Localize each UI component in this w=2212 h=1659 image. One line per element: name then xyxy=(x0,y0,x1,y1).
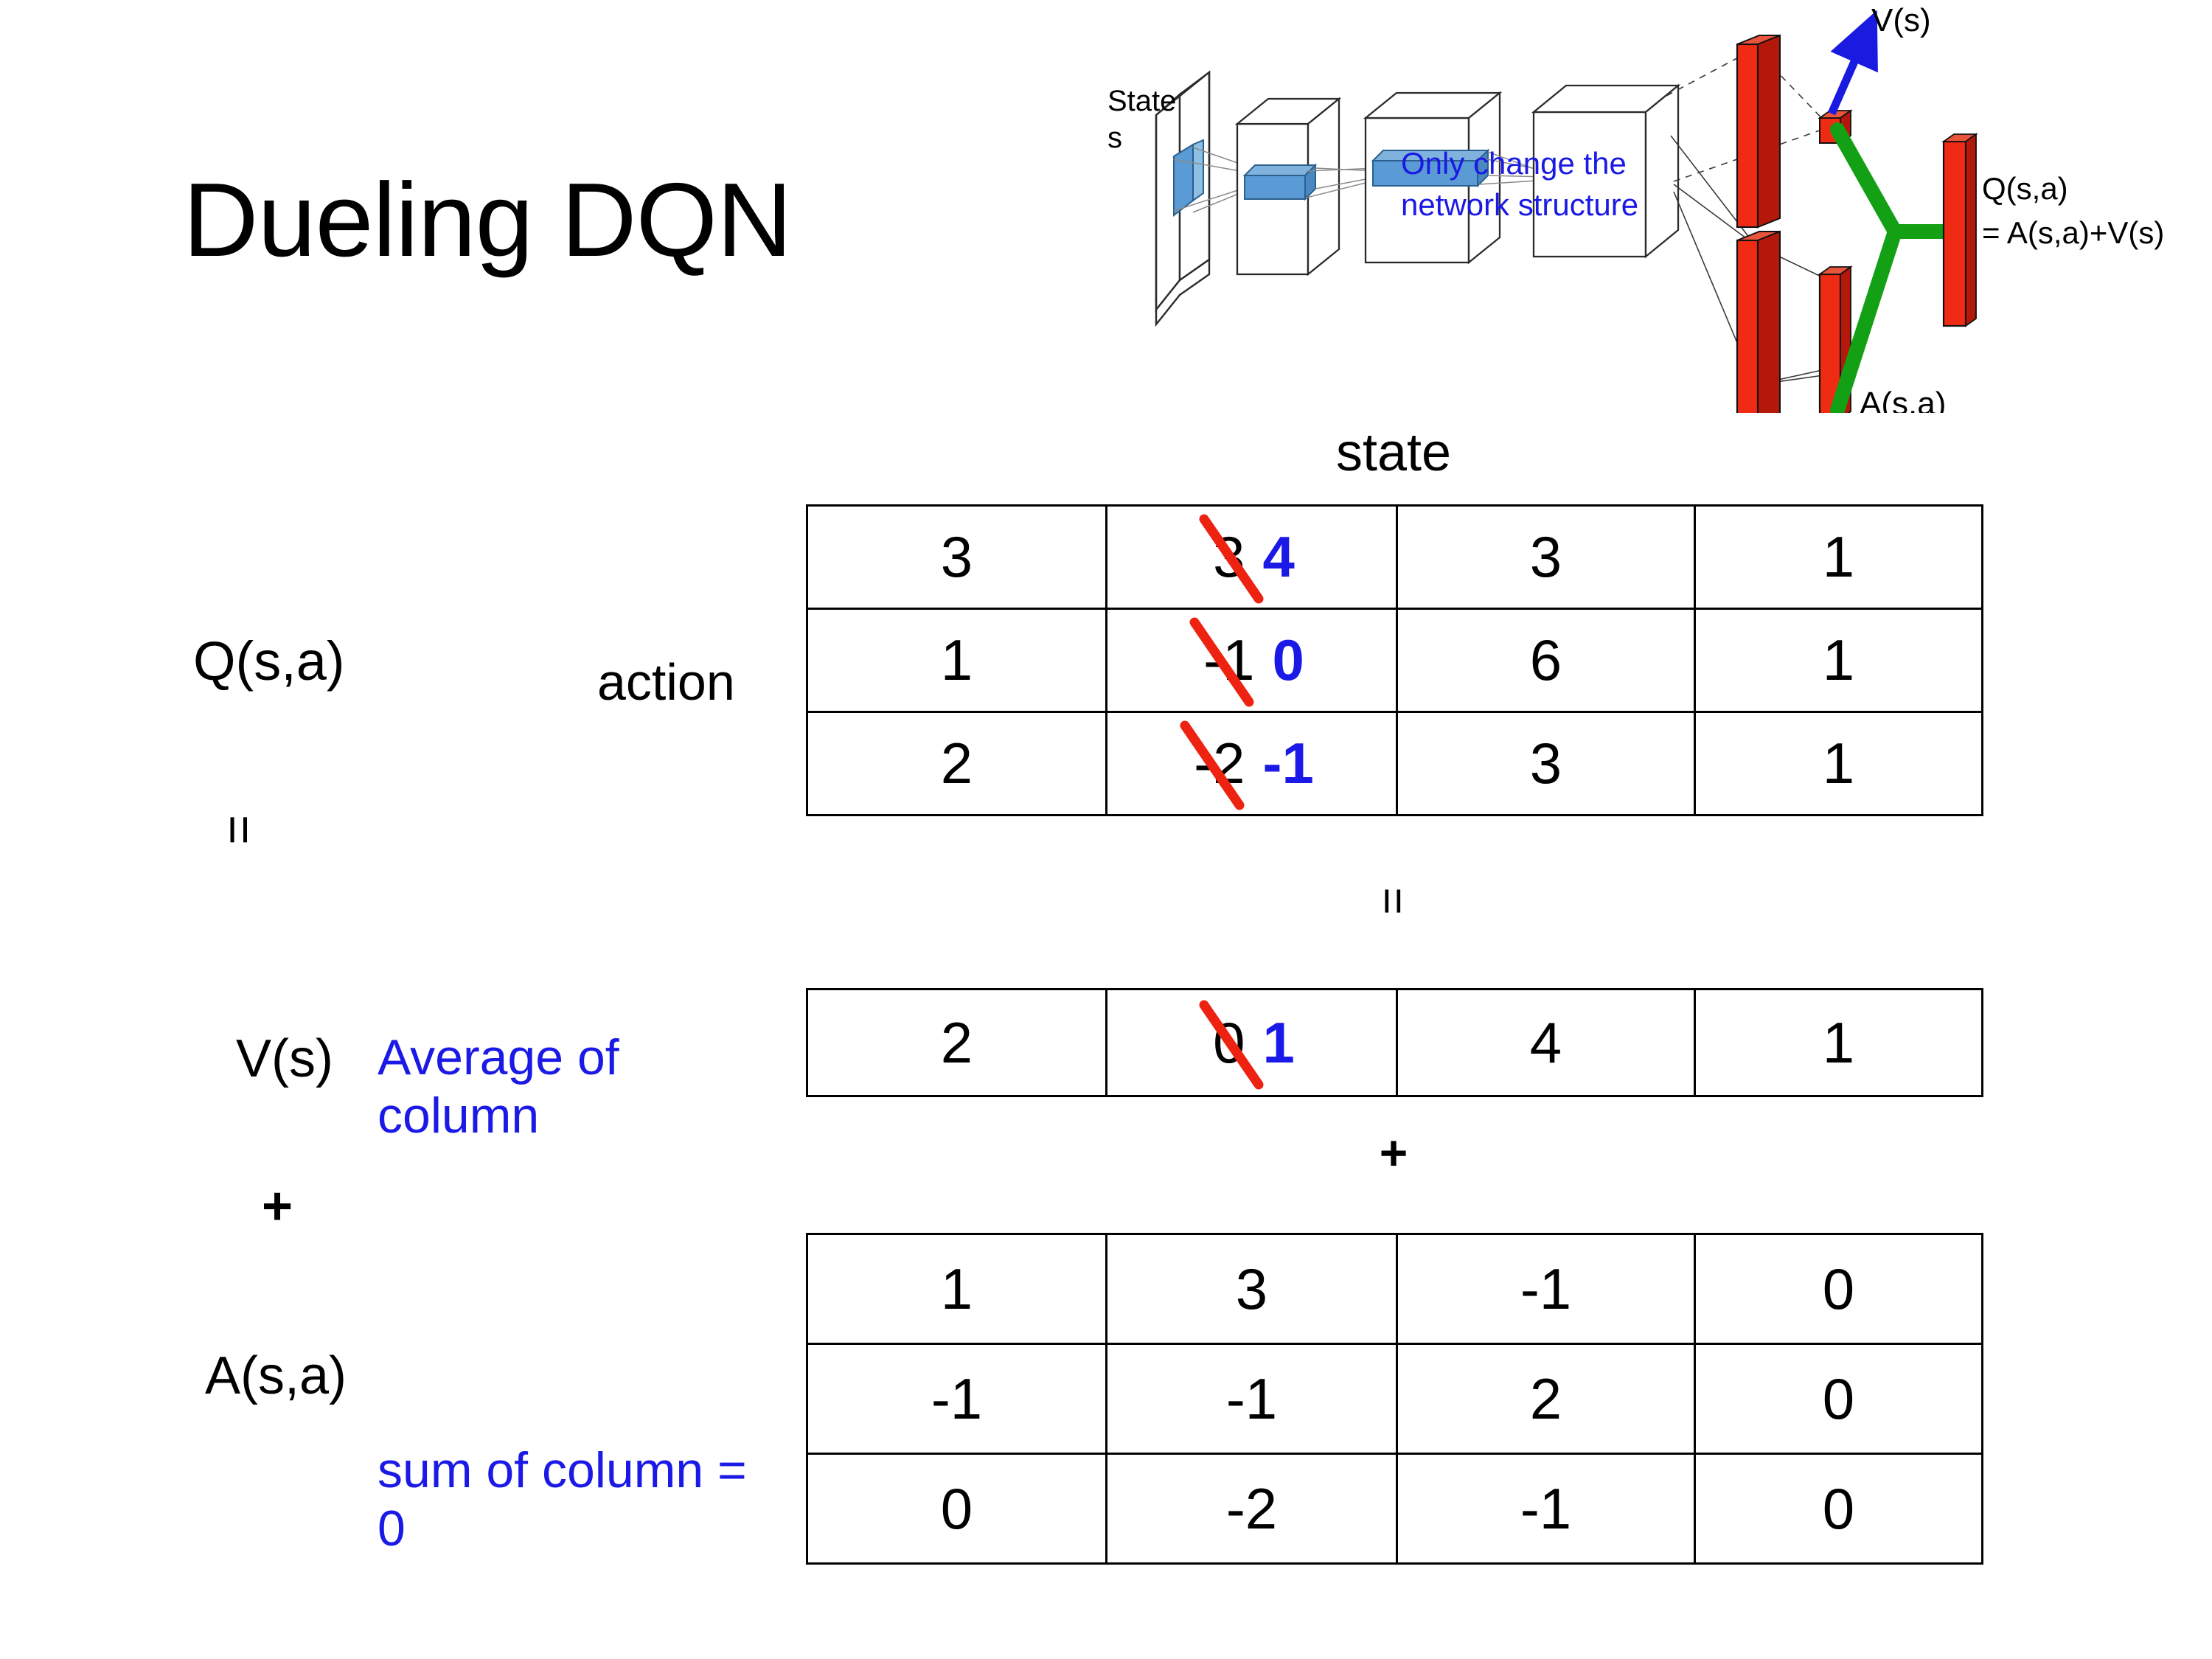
replacement-value: 0 xyxy=(1272,627,1304,692)
table-cell: 3 xyxy=(1105,1233,1398,1345)
table-cell: 1 xyxy=(1694,988,1983,1097)
table-cell: -2 xyxy=(1105,1453,1398,1565)
plus-sign-2: + xyxy=(1379,1125,1408,1180)
page-title: Dueling DQN xyxy=(183,161,793,279)
diagram-output-label-line2: = A(s,a)+V(s) xyxy=(1982,215,2164,250)
table-cell: -2-1 xyxy=(1105,711,1398,816)
diagram-input-label-line1: State xyxy=(1107,85,1176,117)
table-cell: 0 xyxy=(1694,1233,1983,1345)
equals-glyph: = xyxy=(1367,887,1420,915)
table-cell: 0 xyxy=(1694,1453,1983,1565)
table-cell: -1 xyxy=(806,1343,1107,1455)
table-cell: -1 xyxy=(1396,1233,1696,1345)
replacement-value: 1 xyxy=(1262,1009,1295,1075)
diagram-input-label-line2: s xyxy=(1107,122,1122,154)
table-cell: 1 xyxy=(806,608,1107,713)
replacement-value: 4 xyxy=(1262,524,1295,589)
plus-sign-1: + xyxy=(262,1177,293,1236)
diagram-note-line2: network structure xyxy=(1401,187,1638,222)
struck-value: -2 xyxy=(1180,720,1249,810)
table-cell: -1 xyxy=(1105,1343,1398,1455)
action-axis-label: action xyxy=(597,653,735,711)
struck-value: 3 xyxy=(1199,514,1264,604)
table-cell: 2 xyxy=(806,988,1107,1097)
equals-sign-1: = xyxy=(211,815,268,845)
diagram-advantage-label: A(s,a) xyxy=(1860,386,1946,413)
replacement-value: -1 xyxy=(1262,731,1314,796)
edited-cell: -2-1 xyxy=(1180,720,1314,810)
table-cell: 1 xyxy=(1694,504,1983,610)
table-cell: 6 xyxy=(1396,608,1696,713)
equals-sign-2: = xyxy=(806,877,1981,925)
table-cell: 1 xyxy=(1694,608,1983,713)
table-cell: 3 xyxy=(1396,711,1696,816)
v-function-label: V(s) xyxy=(236,1029,333,1088)
table-cell: 0 xyxy=(1694,1343,1983,1455)
struck-value: 0 xyxy=(1199,1000,1264,1089)
q-function-label: Q(s,a) xyxy=(193,630,345,692)
note-average-of-column: Average of column xyxy=(378,1029,619,1144)
dueling-network-diagram: State s Only change the network structur… xyxy=(1091,0,2212,413)
a-function-label: A(s,a) xyxy=(205,1346,347,1405)
struck-value: -1 xyxy=(1189,617,1259,707)
table-cell: -1 xyxy=(1396,1453,1696,1565)
diagram-value-label: V(s) xyxy=(1871,2,1931,38)
table-cell: 3 xyxy=(806,504,1107,610)
table-cell: 1 xyxy=(1694,711,1983,816)
table-cell: 1 xyxy=(806,1233,1107,1345)
diagram-note-line1: Only change the xyxy=(1401,146,1627,181)
table-cell: 2 xyxy=(806,711,1107,816)
table-cell: 0 xyxy=(806,1453,1107,1565)
table-cell: 2 xyxy=(1396,1343,1696,1455)
state-caption: state xyxy=(1335,423,1452,482)
table-cell: 4 xyxy=(1396,988,1696,1097)
diagram-output-label-line1: Q(s,a) xyxy=(1982,171,2068,206)
table-cell: 3 xyxy=(1396,504,1696,610)
note-sum-of-column: sum of column = 0 xyxy=(378,1442,747,1557)
